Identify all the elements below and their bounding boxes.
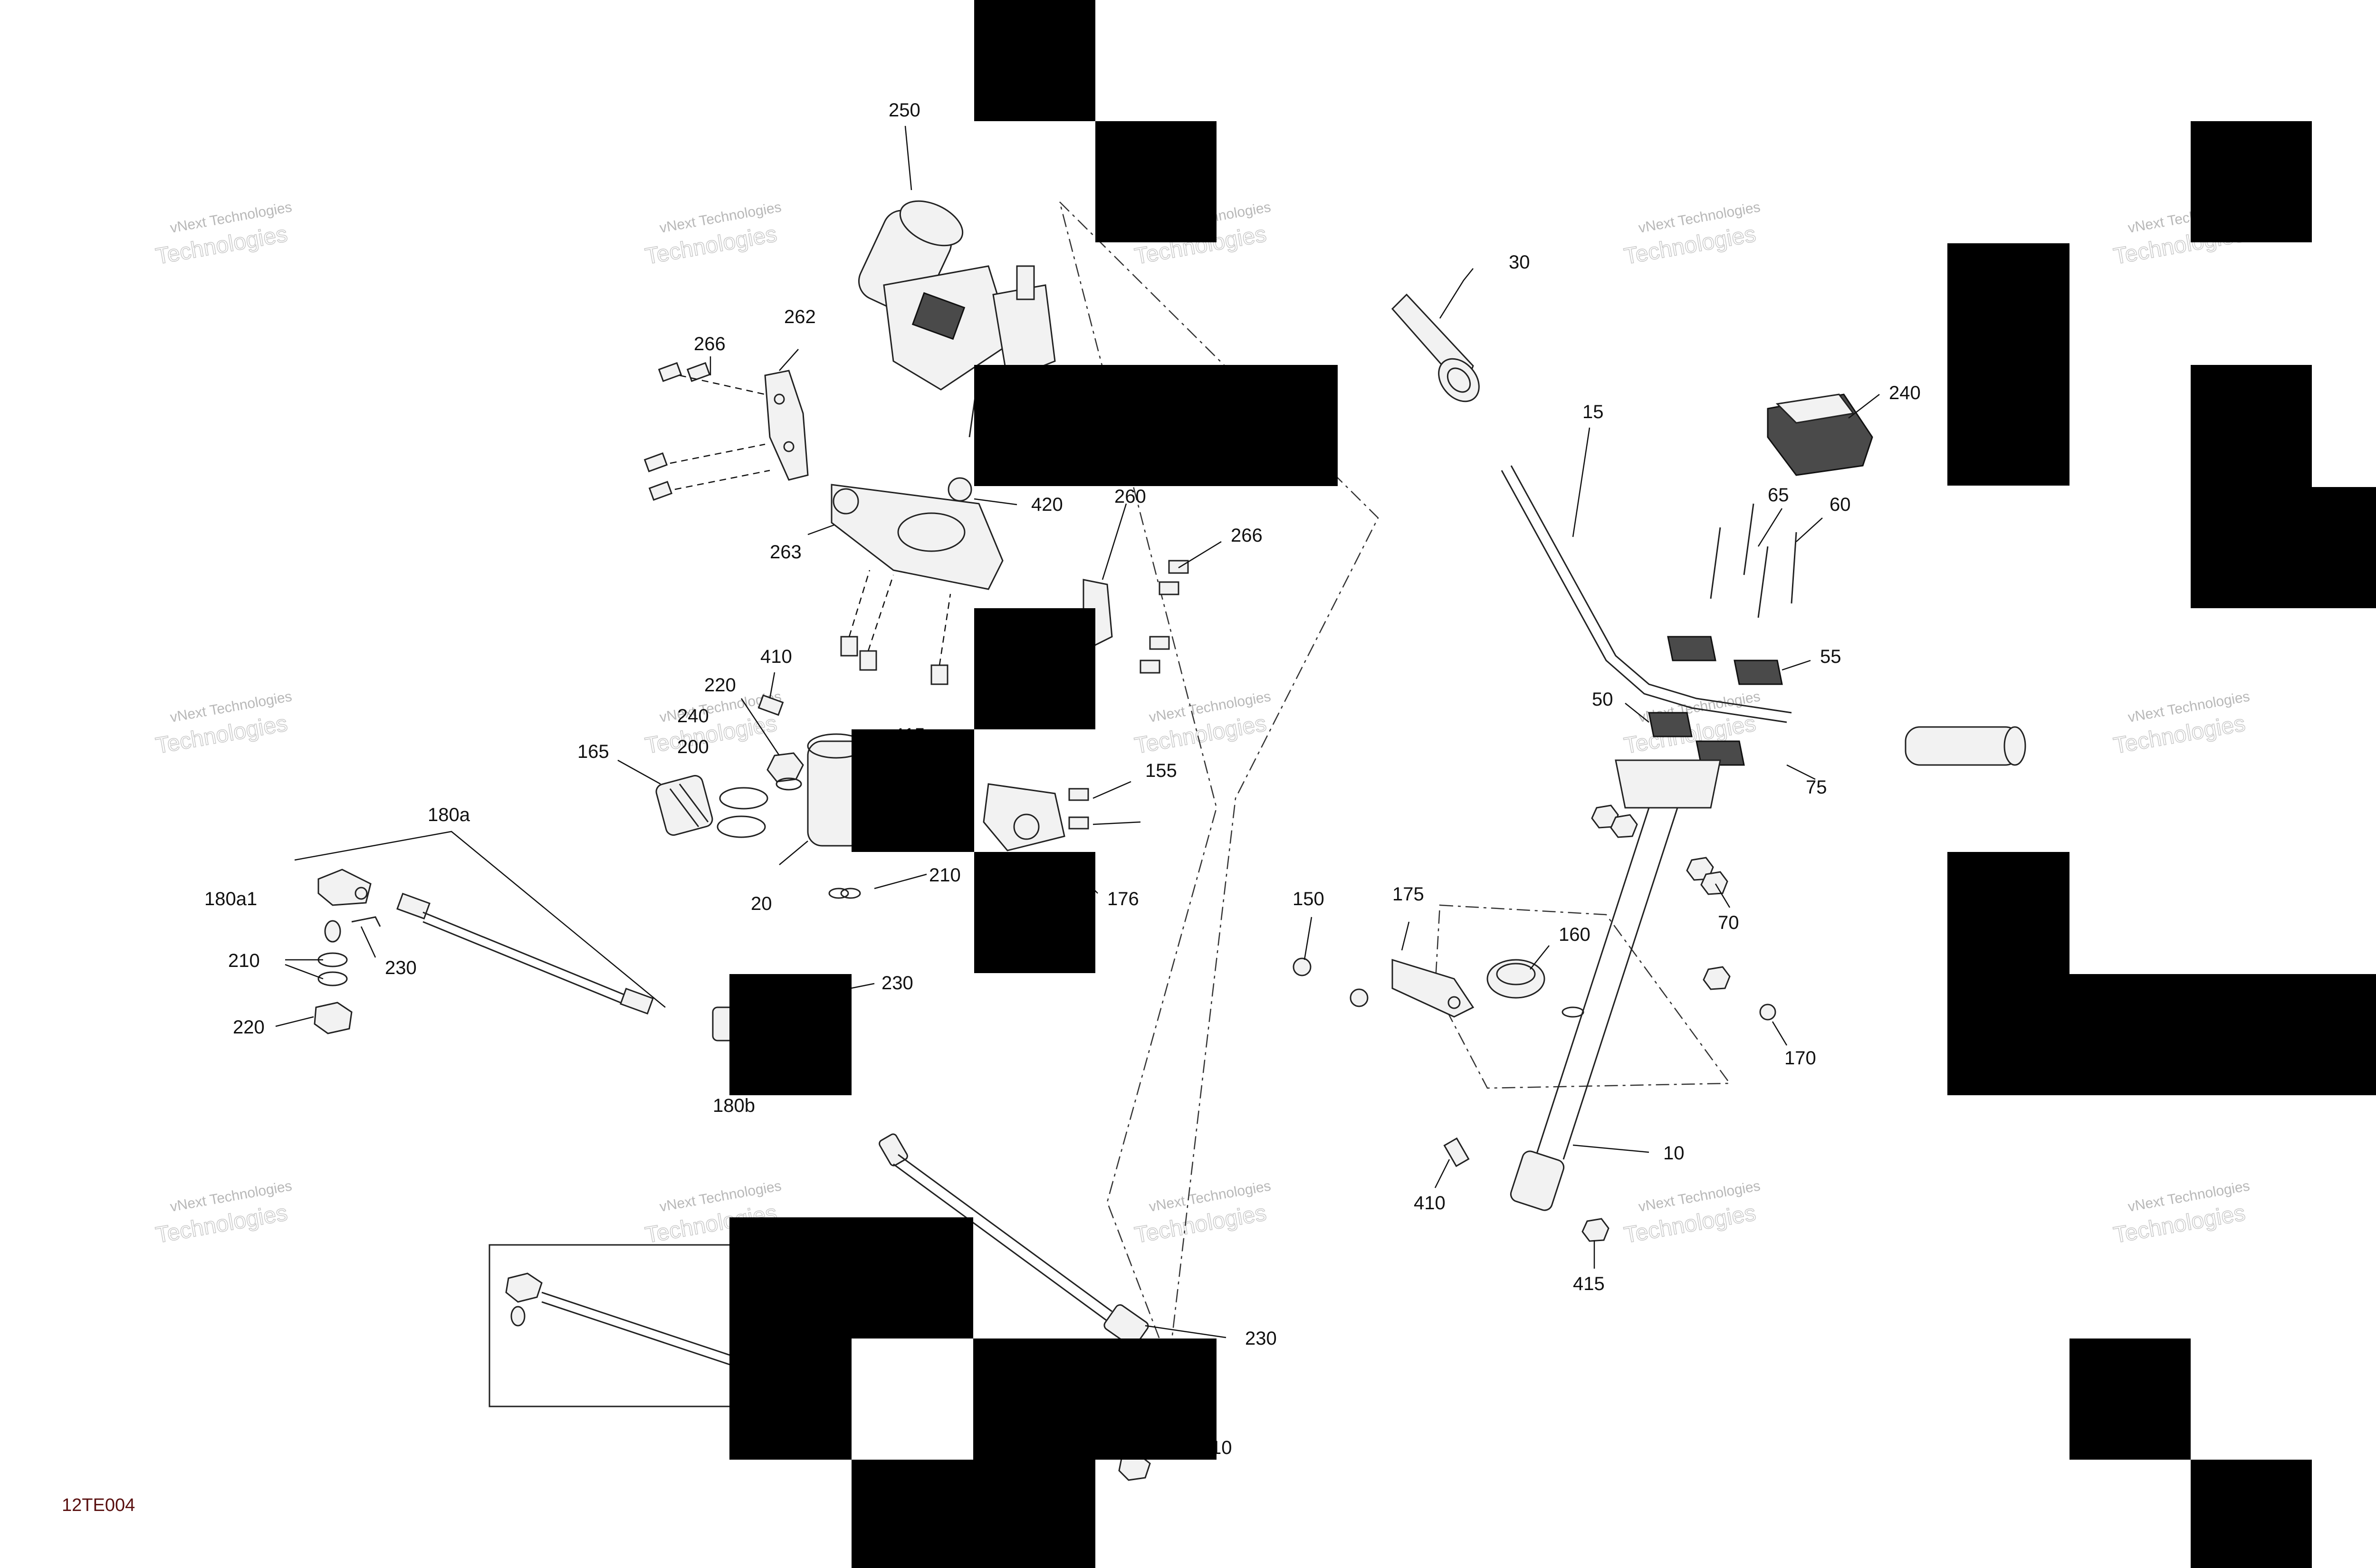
redaction-block xyxy=(1947,852,2069,1095)
redaction-block xyxy=(1947,243,2069,486)
bolts-65-60 xyxy=(1710,503,1797,618)
watermark-10: vNext Technologies Technologies xyxy=(2111,688,2251,759)
callout-30: 30 xyxy=(1509,252,1530,273)
redaction-blocks xyxy=(729,0,2376,1568)
callout-200: 200 xyxy=(677,736,709,757)
watermark-2: vNext Technologies Technologies xyxy=(643,199,783,269)
callout-55: 55 xyxy=(1820,646,1841,667)
nuts-right xyxy=(1443,804,1776,1242)
callout-180a: 180a xyxy=(428,804,470,825)
handlebar-15 xyxy=(1501,465,2026,766)
callout-220-upper: 220 xyxy=(704,675,736,696)
redaction-block xyxy=(2191,365,2312,608)
callout-420: 420 xyxy=(1031,494,1063,515)
callout-75: 75 xyxy=(1806,777,1827,798)
redaction-block xyxy=(729,1217,973,1339)
callout-15: 15 xyxy=(1582,402,1604,422)
callout-165: 165 xyxy=(577,741,609,762)
callout-410-right: 410 xyxy=(1414,1193,1446,1214)
callout-20: 20 xyxy=(751,893,772,914)
callout-65: 65 xyxy=(1768,485,1789,506)
mount-175-160-150 xyxy=(1293,957,1584,1018)
callout-210-center: 210 xyxy=(929,865,961,886)
redaction-block xyxy=(2069,1339,2191,1460)
callout-60: 60 xyxy=(1830,494,1851,515)
watermark-layer: vNext Technologies Technologies vNext Te… xyxy=(153,199,2251,1248)
callout-415-right: 415 xyxy=(1573,1273,1605,1294)
watermark-1: vNext Technologies Technologies xyxy=(153,199,293,269)
watermark-9: vNext Technologies Technologies xyxy=(1622,688,1762,759)
callout-260: 260 xyxy=(1114,486,1146,507)
clamps-55-50 xyxy=(1648,636,1783,766)
callout-266-right: 266 xyxy=(1231,525,1263,546)
callout-240-right: 240 xyxy=(1889,382,1921,403)
watermark-11: vNext Technologies Technologies xyxy=(153,1178,293,1248)
cover-240 xyxy=(1767,393,1873,476)
watermark-8: vNext Technologies Technologies xyxy=(1132,688,1272,759)
callout-160: 160 xyxy=(1559,924,1590,945)
callout-210-left: 210 xyxy=(228,950,260,971)
watermark-14: vNext Technologies Technologies xyxy=(1622,1178,1762,1248)
redaction-block xyxy=(974,608,1095,729)
grip-30 xyxy=(1391,293,1480,402)
callout-10: 10 xyxy=(1663,1143,1685,1164)
callout-266-left: 266 xyxy=(694,334,726,354)
callout-263: 263 xyxy=(770,542,802,563)
watermark-15: vNext Technologies Technologies xyxy=(2111,1178,2251,1248)
redaction-block xyxy=(852,1460,1095,1568)
callout-220-lower: 220 xyxy=(233,1017,265,1038)
mounting-plate-263 xyxy=(831,477,1004,590)
watermark-6: vNext Technologies Technologies xyxy=(153,688,293,759)
steering-column-10 xyxy=(1510,759,1721,1211)
bolts-266-left xyxy=(643,362,770,501)
steering-column-envelope xyxy=(1059,201,1379,1364)
callout-50: 50 xyxy=(1592,689,1613,710)
callout-176: 176 xyxy=(1107,889,1139,909)
callout-180b: 180b xyxy=(713,1095,755,1116)
watermark-4: vNext Technologies Technologies xyxy=(1622,199,1762,269)
callout-180a1: 180a1 xyxy=(204,889,257,909)
redaction-block xyxy=(2191,1460,2312,1568)
callout-230-left: 230 xyxy=(385,957,417,978)
callout-240-left: 240 xyxy=(677,706,709,727)
hardware-cluster-center xyxy=(655,694,804,838)
redaction-block xyxy=(974,852,1095,973)
tie-rod-180a xyxy=(314,869,654,1034)
bolts-266-right xyxy=(1140,560,1189,674)
figure-reference-code: 12TE004 xyxy=(62,1495,135,1515)
redaction-block xyxy=(2312,487,2376,608)
redaction-block xyxy=(974,365,1338,486)
callout-230-center: 230 xyxy=(881,973,913,994)
eps-motor-unit xyxy=(858,200,1056,438)
callout-250: 250 xyxy=(889,100,920,121)
redaction-block xyxy=(973,1339,1217,1460)
redaction-block xyxy=(2191,121,2312,242)
redaction-block xyxy=(2069,974,2376,1095)
callout-labels: 250 262 266 263 420 260 266 410 220 240 … xyxy=(204,100,1921,1458)
watermark-13: vNext Technologies Technologies xyxy=(1132,1178,1272,1248)
bracket-262 xyxy=(764,370,809,481)
callout-170: 170 xyxy=(1784,1048,1816,1069)
bracket-176 xyxy=(983,783,1089,851)
callout-150: 150 xyxy=(1293,889,1324,909)
callout-230-lower: 230 xyxy=(1245,1328,1277,1349)
redaction-block xyxy=(729,1339,852,1460)
housing-20 xyxy=(807,733,866,899)
redaction-block xyxy=(729,974,852,1095)
callout-410-left: 410 xyxy=(760,646,792,667)
bolts-under-plate xyxy=(840,570,951,685)
redaction-block xyxy=(1095,121,1217,242)
callout-70: 70 xyxy=(1718,912,1739,933)
redaction-block xyxy=(974,0,1095,121)
callout-155: 155 xyxy=(1145,760,1177,781)
callout-175: 175 xyxy=(1392,884,1424,905)
callout-262: 262 xyxy=(784,306,816,327)
redaction-block xyxy=(852,729,974,852)
